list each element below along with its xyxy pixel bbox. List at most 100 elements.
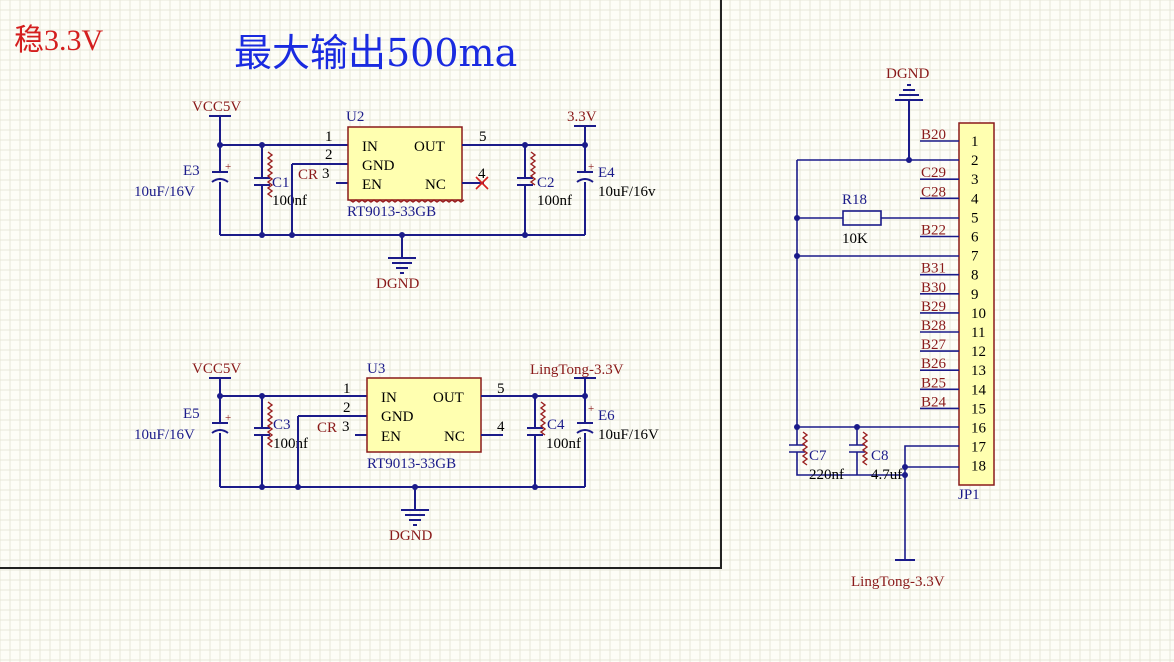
- u2-cr-net: CR: [298, 167, 318, 183]
- e4-ref: E4: [598, 165, 615, 181]
- jp1-pin-number: 7: [971, 249, 979, 265]
- svg-text:OUT: OUT: [433, 390, 464, 406]
- jp1-net-label: B26: [921, 356, 947, 372]
- svg-text:5: 5: [479, 129, 487, 145]
- capacitor-e3: [212, 145, 228, 235]
- jp1-net-label: B28: [921, 318, 946, 334]
- jp1-pin-number: 12: [971, 344, 986, 360]
- jp1-net-label: B29: [921, 299, 946, 315]
- c4-ref: C4: [547, 417, 565, 433]
- u2-chip: [347, 126, 463, 201]
- section-frame: [0, 0, 722, 569]
- jp1-pins: 1B2023C294C2856B2278B319B3010B2911B2812B…: [920, 127, 987, 475]
- jp1-net-label: B31: [921, 261, 946, 277]
- capacitor-c4: [527, 396, 543, 487]
- regulator-u2-circuit: VCC5V + E3 10uF/16V C1 100nf CR 3 1 2 U2…: [134, 99, 656, 292]
- v33-label: 3.3V: [567, 109, 597, 125]
- jp1-ref: JP1: [958, 487, 980, 503]
- regulator-u3-circuit: VCC5V + E5 10uF/16V C3 100nf CR 3 1 2 U3…: [134, 361, 659, 544]
- vcc5v-power-symbol: [209, 115, 231, 145]
- jp1-pin-number: 11: [971, 325, 985, 341]
- capacitor-c1: [254, 145, 270, 235]
- jp1-pin-number: 3: [971, 172, 979, 188]
- e3-ref: E3: [183, 163, 200, 179]
- jp1-pin-number: 16: [971, 421, 987, 437]
- c3-value: 100nf: [273, 436, 308, 452]
- c8-value: 4.7uf: [871, 467, 902, 483]
- jp1-net-label: B27: [921, 337, 947, 353]
- jp1-dgnd-label: DGND: [886, 66, 929, 82]
- vcc5v-label-2: VCC5V: [192, 361, 241, 377]
- svg-text:4: 4: [478, 166, 486, 182]
- svg-text:1: 1: [325, 129, 333, 145]
- jp1-net-label: B30: [921, 280, 946, 296]
- svg-text:NC: NC: [444, 429, 465, 445]
- u2-ref: U2: [346, 109, 364, 125]
- e4-value: 10uF/16v: [598, 184, 656, 200]
- e5-value: 10uF/16V: [134, 427, 195, 443]
- c8-ref: C8: [871, 448, 889, 464]
- jp1-net-label: B25: [921, 375, 946, 391]
- u3-chip: [366, 377, 482, 453]
- svg-text:GND: GND: [362, 158, 395, 174]
- vcc5v-label: VCC5V: [192, 99, 241, 115]
- jp1-pin-number: 18: [971, 459, 986, 475]
- svg-text:2: 2: [325, 147, 333, 163]
- jp1-pin-number: 17: [971, 440, 987, 456]
- u2-part: RT9013-33GB: [347, 204, 436, 220]
- c4-value: 100nf: [546, 436, 581, 452]
- u3-cr-net: CR: [317, 420, 337, 436]
- jp1-pin-number: 4: [971, 191, 979, 207]
- jp1-pin-number: 2: [971, 153, 979, 169]
- jp1-pin-number: 14: [971, 382, 987, 398]
- svg-text:+: +: [588, 403, 594, 415]
- u3-part: RT9013-33GB: [367, 456, 456, 472]
- svg-text:OUT: OUT: [414, 139, 445, 155]
- u3-dgnd-label: DGND: [389, 528, 432, 544]
- nc-marker-icon: [475, 176, 489, 190]
- r18-value: 10K: [842, 231, 868, 247]
- capacitor-c3: [254, 396, 270, 487]
- svg-text:EN: EN: [362, 177, 382, 193]
- e6-value: 10uF/16V: [598, 427, 659, 443]
- jp1-pin-number: 5: [971, 210, 979, 226]
- c7-value: 220nf: [809, 467, 844, 483]
- section-title: 最大输出500ma: [234, 31, 517, 75]
- capacitor-c7: [789, 427, 905, 476]
- svg-text:1: 1: [343, 381, 351, 397]
- jp1-pin-number: 10: [971, 306, 986, 322]
- v33-power-symbol: [574, 125, 596, 145]
- jp1-net-label: B20: [921, 127, 946, 143]
- connector-jp1-circuit: JP1 1B2023C294C2856B2278B319B3010B2911B2…: [789, 66, 995, 590]
- resistor-r18: [842, 210, 882, 226]
- section-label: 稳3.3V: [14, 24, 103, 57]
- svg-text:2: 2: [343, 400, 351, 416]
- jp1-net-label: B24: [921, 394, 947, 410]
- jp1-net-label: B22: [921, 223, 946, 239]
- e6-ref: E6: [598, 408, 615, 424]
- jp1-pin-number: 9: [971, 287, 979, 303]
- jp1-pin-number: 6: [971, 230, 979, 246]
- e5-ref: E5: [183, 406, 200, 422]
- svg-text:5: 5: [497, 381, 505, 397]
- jp1-net-label: C28: [921, 184, 946, 200]
- capacitor-c8: [849, 427, 865, 475]
- svg-text:+: +: [588, 161, 594, 173]
- dgnd-ground-icon-3: [895, 84, 923, 160]
- jp1-supply-label: LingTong-3.3V: [851, 574, 945, 590]
- u2-dgnd-label: DGND: [376, 276, 419, 292]
- svg-text:IN: IN: [362, 139, 378, 155]
- capacitor-e6: [577, 396, 593, 487]
- c7-ref: C7: [809, 448, 827, 464]
- capacitor-c2: [517, 145, 533, 235]
- svg-text:+: +: [225, 161, 231, 173]
- jp1-pin-number: 15: [971, 401, 986, 417]
- svg-text:EN: EN: [381, 429, 401, 445]
- dgnd-ground-icon: [388, 235, 416, 274]
- c2-value: 100nf: [537, 193, 572, 209]
- svg-text:GND: GND: [381, 409, 414, 425]
- capacitor-e4: [577, 145, 593, 235]
